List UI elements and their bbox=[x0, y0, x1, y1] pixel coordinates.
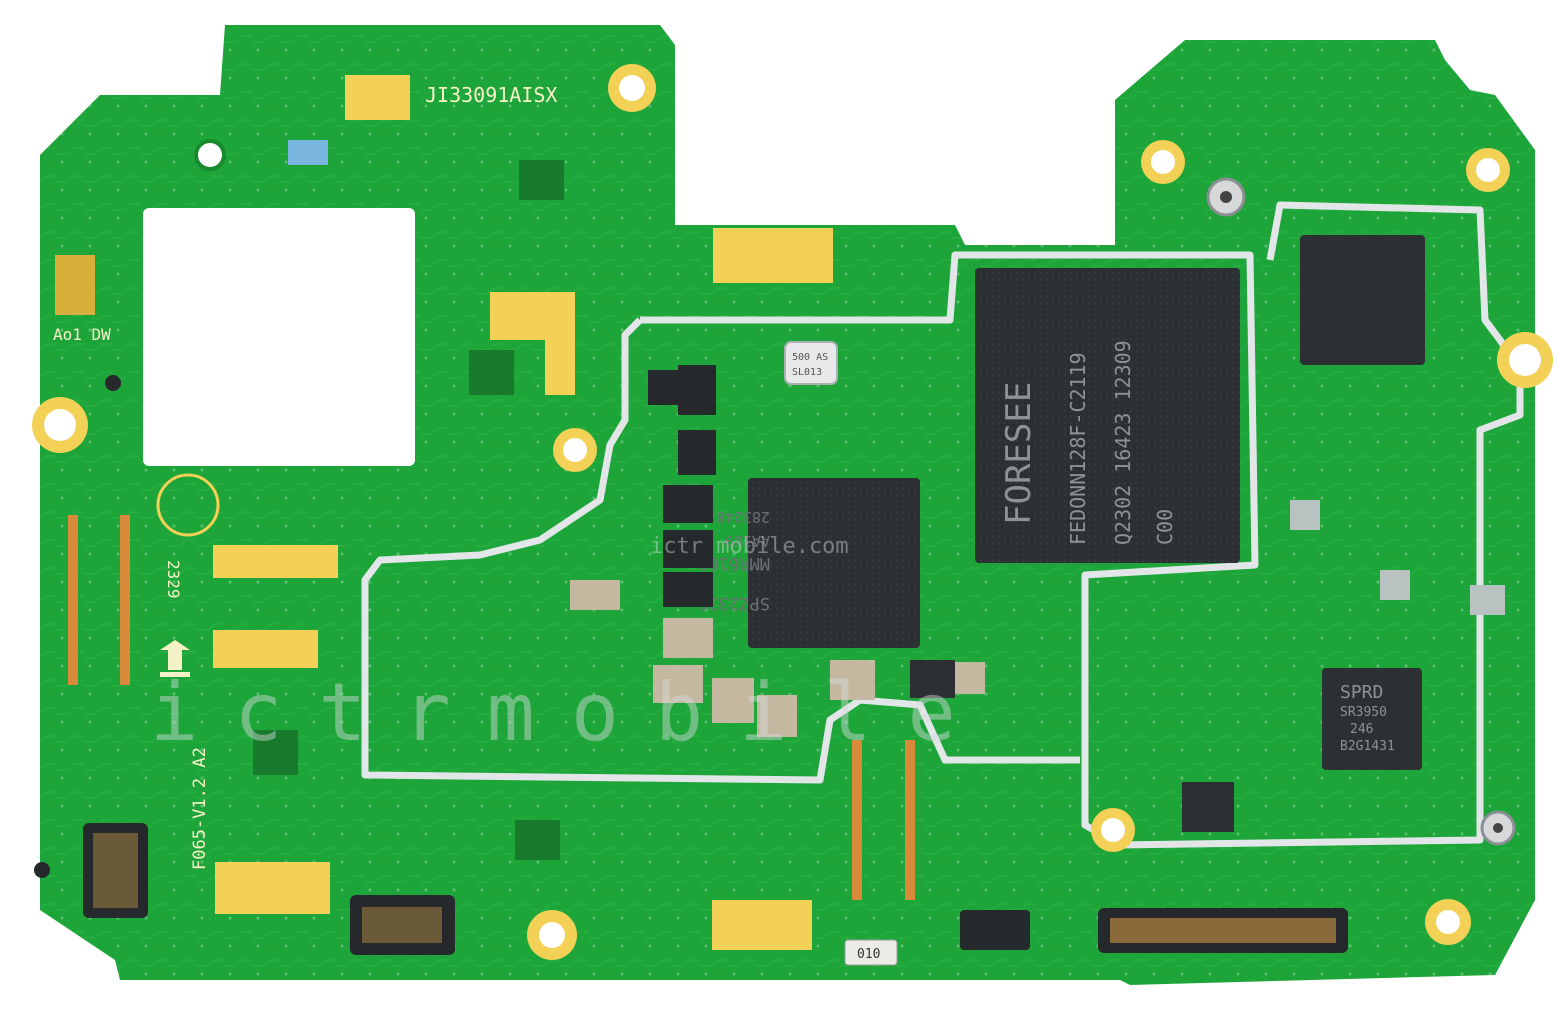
board-rev: F065-V1.2 A2 bbox=[190, 747, 210, 870]
flash-brand: FORESEE bbox=[999, 382, 1039, 525]
flash-code: C00 bbox=[1153, 509, 1177, 545]
board-id: JI33091AISX bbox=[425, 83, 557, 107]
passive-blocks bbox=[570, 580, 985, 737]
flash-lot: Q2302 16423 12309 bbox=[1111, 340, 1135, 545]
flash-chip: FORESEE FEDONN128F-C2119 Q2302 16423 123… bbox=[975, 268, 1240, 563]
qr-code bbox=[55, 255, 95, 315]
flash-part: FEDONN128F-C2119 bbox=[1066, 352, 1090, 545]
pmic-chip: SPRD SR3950 246 B2G1431 bbox=[1340, 682, 1395, 754]
resistor-010: 010 bbox=[844, 939, 898, 966]
resistor-label: 010 bbox=[857, 947, 880, 962]
watermark: ictr mobile.com ictrmobile bbox=[150, 534, 992, 759]
cpu-line2: MMR6166 bbox=[698, 553, 770, 573]
crystal-line2: SL013 bbox=[792, 367, 822, 378]
corner-tag: Ao1 DW bbox=[53, 325, 111, 344]
cpu-line3: AA1U9 bbox=[725, 532, 770, 550]
shield-frame bbox=[640, 201, 1524, 849]
copper-strips bbox=[68, 515, 915, 900]
crystal-line1: 500 AS bbox=[792, 352, 828, 363]
connectors bbox=[83, 823, 1348, 955]
camera-cutout bbox=[143, 208, 415, 466]
watermark-side: ictrmobile bbox=[150, 666, 992, 759]
pmic-line3: 246 bbox=[1350, 722, 1373, 737]
rf-connector-icon bbox=[1206, 177, 1516, 846]
cpu-line1: SPZ2336 bbox=[698, 593, 770, 613]
date-code: 2329 bbox=[164, 560, 183, 599]
mounting-hole-icon bbox=[32, 64, 1553, 960]
crystal: 500 AS SL013 bbox=[784, 341, 838, 385]
gold-pads bbox=[213, 75, 1505, 950]
silk-ring bbox=[156, 473, 220, 537]
inductors bbox=[648, 365, 716, 607]
fiducial-icon bbox=[34, 375, 121, 878]
watermark-top: ictr mobile.com bbox=[650, 534, 849, 559]
pmic-part: SR3950 bbox=[1340, 705, 1387, 720]
small-chips bbox=[253, 140, 1425, 860]
pmic-brand: SPRD bbox=[1340, 682, 1383, 703]
pmic-line4: B2G1431 bbox=[1340, 739, 1395, 754]
ar-logo-icon bbox=[160, 640, 190, 677]
